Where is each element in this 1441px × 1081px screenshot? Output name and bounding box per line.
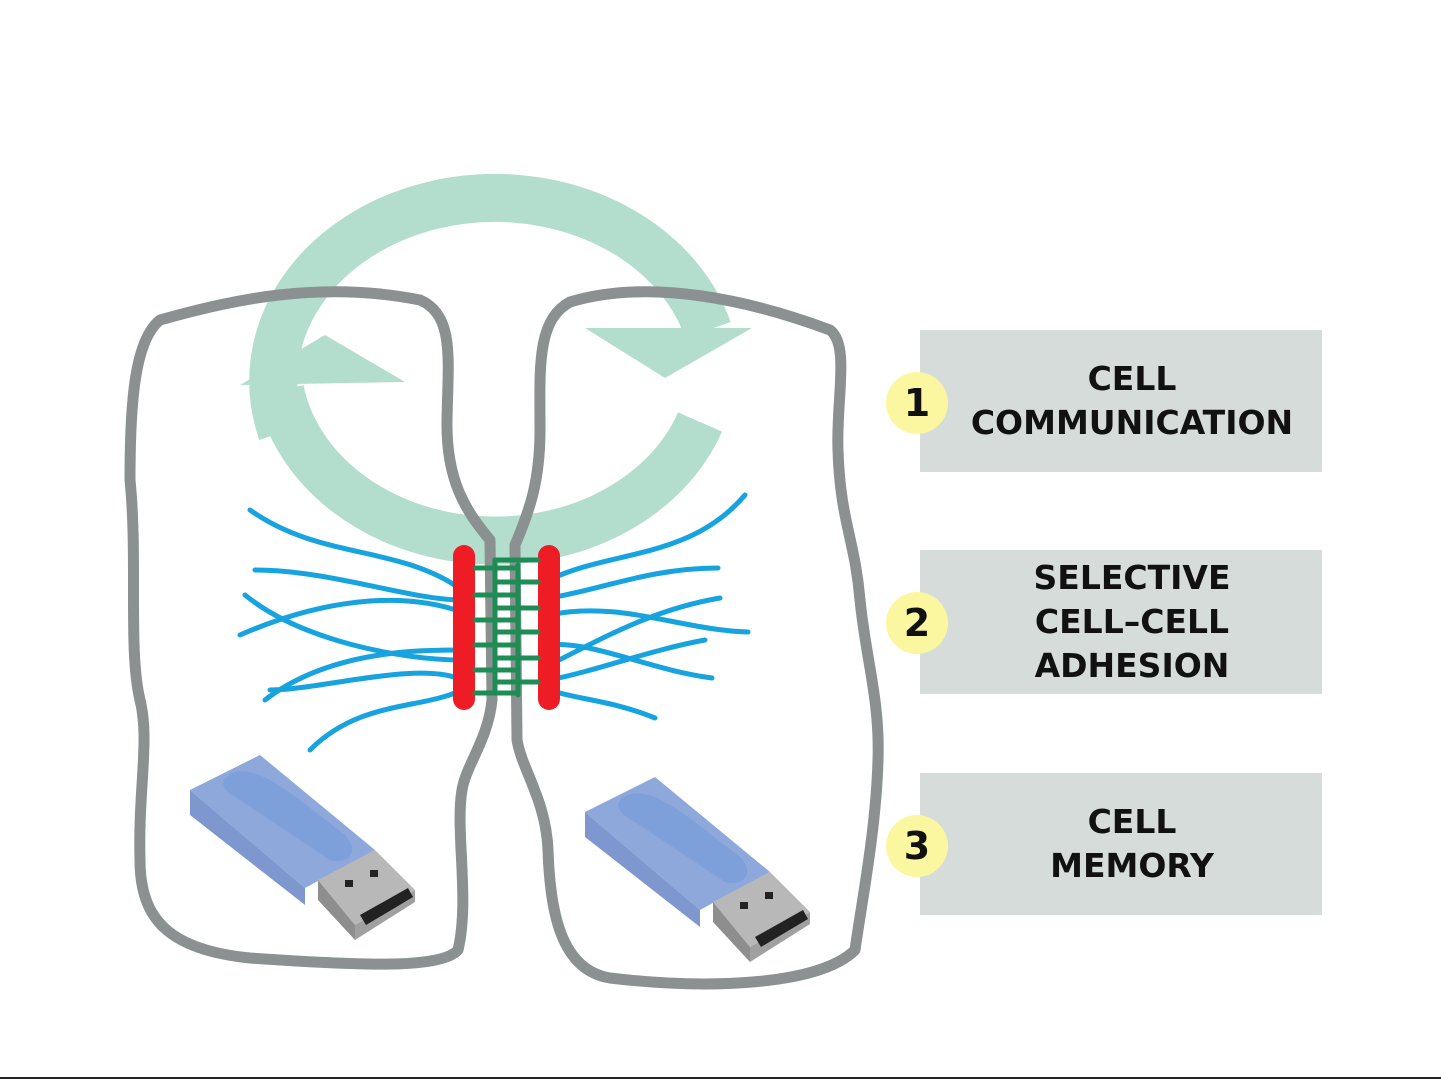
feature-3-line-2: MEMORY — [942, 844, 1322, 888]
badge-number-2: 2 — [904, 601, 930, 645]
bottom-border — [0, 1077, 1441, 1079]
feature-label-1: CELL COMMUNICATION — [920, 357, 1322, 445]
feature-label-2: SELECTIVE CELL–CELL ADHESION — [920, 556, 1322, 688]
feature-box-2: SELECTIVE CELL–CELL ADHESION — [920, 550, 1322, 694]
feature-2-line-1: SELECTIVE — [942, 556, 1322, 600]
adhesion-proteins — [475, 560, 538, 695]
number-badge-3: 3 — [886, 815, 948, 877]
badge-number-1: 1 — [904, 381, 930, 425]
badge-number-3: 3 — [904, 824, 930, 868]
feature-label-3: CELL MEMORY — [920, 800, 1322, 888]
junction-plaque-left — [453, 545, 475, 710]
usb-memory-stick-icon — [585, 777, 810, 962]
feature-box-1: CELL COMMUNICATION — [920, 330, 1322, 472]
feature-2-line-3: ADHESION — [942, 644, 1322, 688]
number-badge-1: 1 — [886, 372, 948, 434]
feature-box-3: CELL MEMORY — [920, 773, 1322, 915]
number-badge-2: 2 — [886, 592, 948, 654]
usb-memory-stick-icon — [190, 755, 415, 940]
feature-3-line-1: CELL — [942, 800, 1322, 844]
feature-1-line-1: CELL — [942, 357, 1322, 401]
feature-2-line-2: CELL–CELL — [942, 600, 1322, 644]
junction-plaque-right — [538, 545, 560, 710]
feature-1-line-2: COMMUNICATION — [942, 401, 1322, 445]
circular-arrow-icon — [240, 198, 752, 541]
